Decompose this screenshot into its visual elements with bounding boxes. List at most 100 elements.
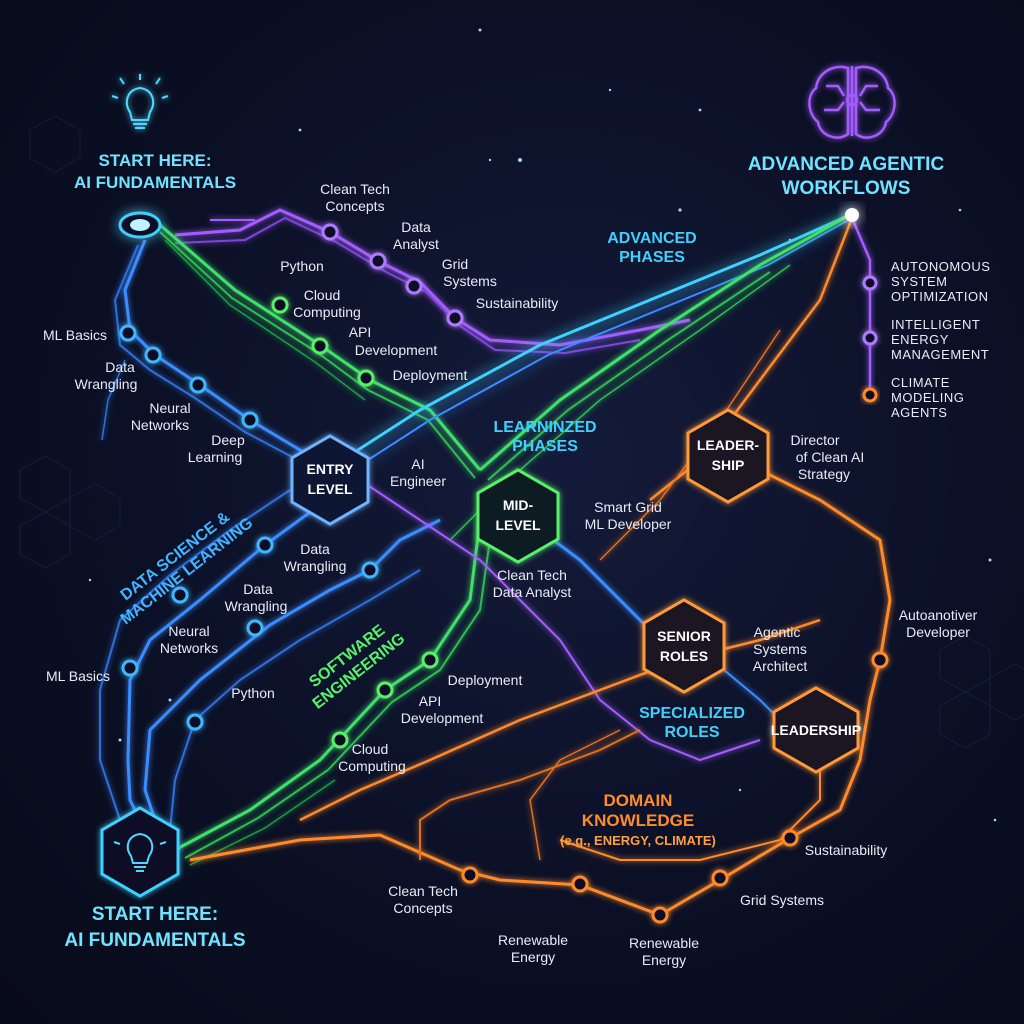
senior-roles-hex[interactable]: SENIOR ROLES	[642, 598, 726, 694]
entry-level-line2: LEVEL	[307, 481, 353, 497]
agentic-architect-3: Architect	[753, 658, 808, 674]
lightbulb-icon	[111, 74, 169, 129]
python-top: Python	[280, 258, 324, 274]
domain-line2: KNOWLEDGE	[582, 811, 694, 830]
advanced-line1: ADVANCED AGENTIC	[748, 154, 945, 175]
domain-sub: (e.g., ENERGY, CLIMATE)	[560, 833, 716, 848]
start-here-bottom: START HERE: AI FUNDAMENTALS	[64, 904, 245, 951]
mid-level-line1: MID-	[503, 497, 534, 513]
learninized-line1: LEARNINZED	[493, 419, 596, 436]
left-lower-labels: Data Wrangling Data Wrangling Neural Net…	[46, 541, 346, 701]
start-here-top: START HERE: AI FUNDAMENTALS	[74, 151, 236, 192]
data-wrangling-upper-2: Wrangling	[75, 376, 138, 392]
data-wrangling-lower-b-2: Wrangling	[225, 598, 288, 614]
workflow-3-line1: CLIMATE	[891, 375, 950, 390]
green-track-upper	[159, 223, 482, 479]
cloud-lower-1: Cloud	[352, 741, 389, 757]
workflow-2-line1: INTELLIGENT	[891, 317, 980, 332]
senior-roles-line1: SENIOR	[657, 628, 711, 644]
smart-grid-2: ML Developer	[585, 516, 672, 532]
nodes-purple	[321, 223, 878, 346]
deep-learning-2: Learning	[188, 449, 243, 465]
api-top-1: API	[349, 324, 372, 340]
specialized-roles-label: SPECIALIZED ROLES	[639, 705, 745, 741]
data-wrangling-upper-1: Data	[105, 359, 135, 375]
leadership-hex[interactable]: LEADERSHIP	[771, 686, 861, 774]
python-lower: Python	[231, 685, 275, 701]
lightbulb-hex-icon	[100, 806, 180, 898]
start-bottom-line2: AI FUNDAMENTALS	[64, 930, 245, 951]
domain-line1: DOMAIN	[604, 791, 673, 810]
cyan-diagonal	[329, 213, 853, 479]
neural-lower-2: Networks	[160, 640, 218, 656]
renewable-a-1: Renewable	[498, 932, 568, 948]
entry-level-line1: ENTRY	[307, 461, 355, 477]
software-section-label: SOFTWARE ENGINEERING	[306, 622, 408, 713]
clean-tech-concepts-1: Clean Tech	[320, 181, 390, 197]
data-wrangling-lower-a-2: Wrangling	[284, 558, 347, 574]
advanced-workflows-title: ADVANCED AGENTIC WORKFLOWS	[748, 154, 945, 199]
role-labels: AI Engineer Smart Grid ML Developer Clea…	[390, 432, 978, 674]
node-orange-workflow	[862, 387, 878, 403]
software-lower-labels: Deployment API Development Cloud Computi…	[338, 672, 522, 774]
deep-learning-1: Deep	[211, 432, 245, 448]
data-wrangling-lower-a-1: Data	[300, 541, 330, 557]
nodes-green	[271, 296, 439, 749]
clean-tech-concepts-2: Concepts	[325, 198, 384, 214]
orange-domain-track	[189, 448, 892, 917]
autoanotiver-1: Autoanotiver	[899, 607, 978, 623]
workflow-3-line3: AGENTS	[891, 405, 947, 420]
domain-grid-systems: Grid Systems	[740, 892, 824, 908]
data-analyst-1: Data	[401, 219, 431, 235]
leadership-top-hex[interactable]: LEADER- SHIP	[686, 408, 770, 504]
workflow-2-line3: MANAGEMENT	[891, 347, 989, 362]
cloud-lower-2: Computing	[338, 758, 406, 774]
advanced-phases-label: ADVANCED PHASES	[607, 230, 696, 266]
ai-engineer-2: Engineer	[390, 473, 446, 489]
domain-clean-tech-2: Concepts	[393, 900, 452, 916]
background-hex-grid	[19, 115, 1024, 749]
api-lower-2: Development	[401, 710, 484, 726]
api-lower-1: API	[419, 693, 442, 709]
smart-grid-1: Smart Grid	[594, 499, 662, 515]
specialized-line1: SPECIALIZED	[639, 705, 745, 722]
workflow-3-line2: MODELING	[891, 390, 964, 405]
blue-track-upper	[101, 239, 331, 470]
leadership-top-line2: SHIP	[712, 457, 745, 473]
leadership-top-line1: LEADER-	[697, 437, 760, 453]
mid-level-line2: LEVEL	[495, 517, 541, 533]
cloud-top-2: Computing	[293, 304, 361, 320]
neural-lower-1: Neural	[168, 623, 209, 639]
start-bottom-line1: START HERE:	[92, 904, 218, 925]
director-2: of Clean AI	[796, 449, 865, 465]
neural-upper-1: Neural	[149, 400, 190, 416]
advanced-line2: WORKFLOWS	[782, 178, 911, 199]
renewable-b-1: Renewable	[629, 935, 699, 951]
brain-icon	[808, 65, 896, 139]
mid-level-hex[interactable]: MID- LEVEL	[476, 468, 560, 564]
blue-track-lower	[99, 467, 441, 841]
api-top-2: Development	[355, 342, 438, 358]
workflow-list: AUTONOMOUS SYSTEM OPTIMIZATION INTELLIGE…	[891, 259, 990, 420]
start-node-top	[118, 211, 162, 239]
nodes-blue	[119, 324, 379, 731]
left-upper-labels: ML Basics Data Wrangling Neural Networks…	[43, 327, 245, 465]
domain-labels: Clean Tech Concepts Renewable Energy Ren…	[388, 842, 887, 968]
leadership-line1: LEADERSHIP	[771, 722, 861, 738]
workflow-1-line3: OPTIMIZATION	[891, 289, 988, 304]
agentic-architect-1: Agentic	[754, 624, 801, 640]
advanced-phases-line1: ADVANCED	[607, 230, 696, 247]
director-1: Director	[790, 432, 839, 448]
workflow-1-line1: AUTONOMOUS	[891, 259, 990, 274]
entry-level-hex[interactable]: ENTRY LEVEL	[290, 434, 370, 526]
clean-tech-analyst-2: Data Analyst	[493, 584, 572, 600]
domain-knowledge-label: DOMAIN KNOWLEDGE (e.g., ENERGY, CLIMATE)	[560, 791, 716, 848]
ml-basics-upper: ML Basics	[43, 327, 107, 343]
ml-basics-lower: ML Basics	[46, 668, 110, 684]
deployment-top: Deployment	[393, 367, 468, 383]
start-top-line1: START HERE:	[98, 151, 211, 170]
specialized-line2: ROLES	[664, 724, 719, 741]
learninized-line2: PHASES	[512, 438, 578, 455]
top-labels: Clean Tech Concepts Data Analyst Grid Sy…	[280, 181, 558, 383]
advanced-phases-line2: PHASES	[619, 249, 685, 266]
